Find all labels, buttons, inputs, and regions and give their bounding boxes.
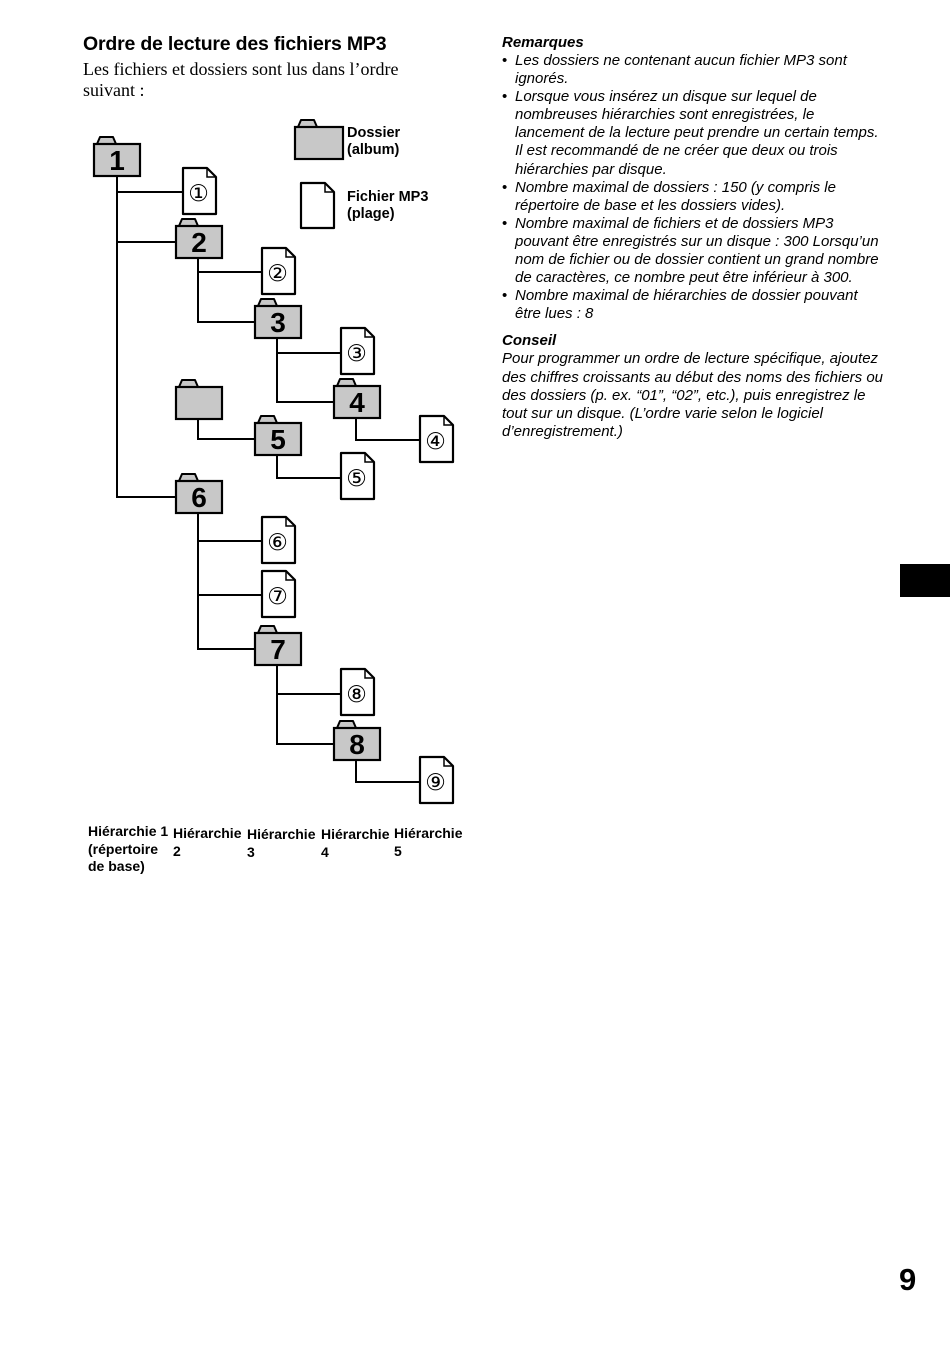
folder-icon-1: 1	[92, 136, 142, 178]
tip-heading: Conseil	[502, 332, 557, 350]
svg-text:5: 5	[270, 424, 286, 455]
svg-text:⑨: ⑨	[425, 770, 446, 796]
connector-line	[197, 419, 255, 440]
hierarchy-label-1: Hiérarchie 1 (répertoire de base)	[88, 823, 169, 874]
legend-folder-icon	[293, 119, 345, 161]
remark-item: Nombre maximal de hiérarchies de dossier…	[502, 287, 887, 323]
mp3-file-icon-2: ②	[260, 246, 297, 296]
connector-line	[116, 177, 176, 498]
remark-item: Les dossiers ne contenant aucun fichier …	[502, 52, 887, 88]
tip-block: Conseil Pour programmer un ordre de lect…	[502, 332, 887, 440]
connector-line	[355, 760, 419, 783]
mp3-file-icon-9: ⑨	[418, 755, 455, 805]
remarks-list: Les dossiers ne contenant aucun fichier …	[502, 52, 887, 323]
svg-text:7: 7	[270, 634, 286, 665]
folder-icon-3: 3	[253, 298, 303, 340]
chapter-tab-marker	[900, 564, 950, 597]
mp3-file-icon-4: ④	[418, 414, 455, 464]
svg-text:8: 8	[349, 729, 365, 760]
connector-line	[355, 418, 419, 441]
connector-line	[197, 258, 255, 323]
folder-icon-7: 7	[253, 625, 303, 667]
legend-file-label: Fichier MP3 (plage)	[347, 189, 428, 223]
svg-text:⑧: ⑧	[346, 682, 367, 708]
svg-text:①: ①	[188, 181, 209, 207]
connector-line	[276, 339, 334, 403]
connector-line	[197, 513, 255, 650]
hierarchy-label-5: Hiérarchie 5	[394, 825, 463, 859]
mp3-file-icon-8: ⑧	[339, 667, 376, 717]
folder-icon-8: 8	[332, 720, 382, 762]
legend-folder-line-1: Dossier	[347, 125, 401, 141]
connector-line	[276, 665, 334, 745]
svg-text:⑥: ⑥	[267, 530, 288, 556]
remarks-heading: Remarques	[502, 34, 584, 51]
tree-nodes: 1 2 3 4 5 6 7 8 ① ② ③ ④ ⑤ ⑥ ⑦ ⑧ ⑨	[92, 119, 455, 805]
svg-text:③: ③	[346, 341, 367, 367]
connector-line	[276, 455, 341, 479]
folder-icon-4: 4	[332, 378, 382, 420]
svg-text:⑦: ⑦	[267, 584, 288, 610]
legend-folder-label: Dossier (album)	[347, 125, 400, 159]
svg-text:1: 1	[109, 145, 125, 176]
folder-icon-5: 5	[253, 415, 303, 457]
svg-text:②: ②	[267, 261, 288, 287]
mp3-file-icon-5: ⑤	[339, 451, 376, 501]
mp3-file-icon-3: ③	[339, 326, 376, 376]
hierarchy-label-4: Hiérarchie 4	[321, 826, 390, 860]
folder-icon-6: 6	[174, 473, 224, 515]
mp3-file-icon-1: ①	[181, 166, 218, 216]
remark-item: Lorsque vous insérez un disque sur leque…	[502, 88, 887, 178]
mp3-file-icon-6: ⑥	[260, 515, 297, 565]
notes-column: Remarques Les dossiers ne contenant aucu…	[502, 34, 887, 441]
hierarchy-label-2: Hiérarchie 2	[173, 825, 242, 859]
remark-item: Nombre maximal de fichiers et de dossier…	[502, 215, 887, 287]
intro-text: Les fichiers et dossiers sont lus dans l…	[83, 59, 399, 100]
remark-item: Nombre maximal de dossiers : 150 (y comp…	[502, 179, 887, 215]
legend-file-icon	[299, 181, 336, 230]
mp3-file-icon-7: ⑦	[260, 569, 297, 619]
legend-folder-line-2: (album)	[347, 142, 400, 158]
page-number: 9	[899, 1262, 917, 1297]
section-title: Ordre de lecture des fichiers MP3	[83, 33, 387, 55]
folder-icon-empty	[174, 379, 224, 421]
legend-file-line-2: (plage)	[347, 206, 395, 222]
folder-icon-2: 2	[174, 218, 224, 260]
hierarchy-label-3: Hiérarchie 3	[247, 826, 316, 860]
svg-text:④: ④	[425, 429, 446, 455]
tip-text: Pour programmer un ordre de lecture spéc…	[502, 350, 884, 440]
svg-text:3: 3	[270, 307, 286, 338]
svg-text:2: 2	[191, 227, 207, 258]
legend-file-line-1: Fichier MP3	[347, 189, 429, 205]
svg-text:⑤: ⑤	[346, 466, 367, 492]
folder-hierarchy-diagram: 1 2 3 4 5 6 7 8 ① ② ③ ④ ⑤ ⑥ ⑦ ⑧ ⑨	[92, 119, 455, 805]
tree-connectors	[116, 177, 419, 783]
svg-text:4: 4	[349, 387, 365, 418]
svg-text:6: 6	[191, 482, 207, 513]
